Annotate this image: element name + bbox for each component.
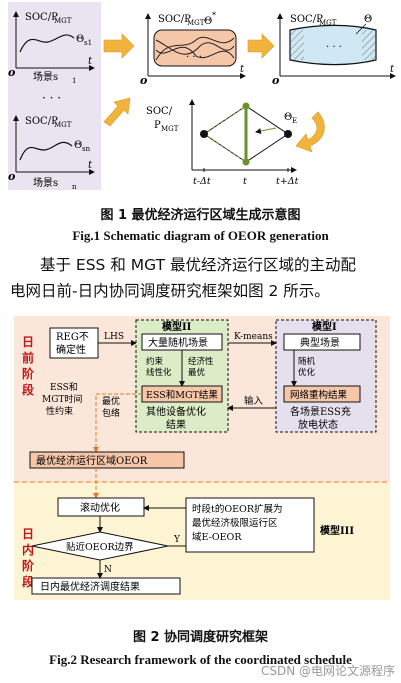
panel-2-dots: · · · (186, 52, 202, 63)
model2-title: 模型II (162, 320, 192, 333)
figure-1: SOC/P MGT o t 场景s 1 Θ s1 · · · SOC/P MGT… (8, 2, 396, 191)
arrow-right-2 (247, 33, 275, 59)
tick-t-minus: t-Δt (193, 176, 211, 187)
arrow-right-1 (103, 33, 135, 59)
day-ahead-label: 日前 阶段 (22, 335, 38, 397)
figure-2-caption-en: Fig.2 Research framework of the coordina… (49, 652, 352, 667)
panel-2-all-scenarios: SOC/P MGT Θ * · · · o t (140, 11, 246, 87)
scenario-1-ysub: MGT (54, 17, 72, 25)
scene-1-sub: 1 (72, 77, 76, 85)
typical-box (283, 333, 361, 351)
figure-2: 日前 阶段 日内 阶段 REG不确定性 LHS 模型II 大量随机场景 约束线性… (14, 316, 390, 600)
scenario-ellipsis: · · · (42, 91, 61, 105)
panel-4-e-oeor: SOC/ P MGT Θ E t-Δt t t+Δt (146, 99, 299, 187)
origin-label: o (8, 66, 15, 79)
theta-s1: Θ (76, 34, 84, 45)
decision-text: 贴近OEOR边界 (66, 541, 134, 553)
theta-s1-sub: s1 (84, 39, 92, 47)
body-line-1: 基于 ESS 和 MGT 最优经济运行区域的主动配 (40, 256, 356, 274)
network-result-text: 网络重构结果 (290, 389, 348, 401)
result-text: 日内最优经济调度结果 (40, 580, 140, 593)
scene-1-label: 场景s (33, 70, 58, 83)
ess-mgt-result-text: ESS和MGT结果 (146, 389, 218, 401)
scenarios-text: 大量随机场景 (148, 336, 208, 349)
panel-4-ysub: MGT (161, 125, 179, 133)
scenario-1-ylabel: SOC/P (25, 12, 58, 23)
watermark: CSDN @电网论文源程序 (260, 664, 395, 678)
panel-3-ysub: MGT (319, 19, 337, 27)
arrow-curve (295, 111, 325, 153)
t-axis-label: t (240, 64, 245, 75)
origin-label: o (8, 170, 15, 183)
expand-box (185, 497, 315, 553)
network-result-box (283, 385, 361, 403)
kmeans-label: K-means (234, 332, 273, 342)
model3-title: 模型III (320, 524, 354, 537)
tick-t: t (243, 176, 247, 187)
figure-1-caption-cn: 图 1 最优经济运行区域生成示意图 (100, 208, 301, 223)
panel-2-ysub: MGT (187, 19, 205, 27)
scene-n-sub: n (72, 183, 77, 191)
theta-sn: Θ (74, 140, 82, 151)
result-box (31, 577, 181, 595)
t-axis-label: t (88, 56, 93, 67)
scenario-1-plot: SOC/P MGT o t 场景s 1 Θ s1 (8, 11, 95, 85)
scenario-panel (8, 2, 101, 190)
flow-arrows (103, 33, 325, 153)
panel-3-dots: · · · (326, 42, 342, 53)
theta-label: Θ (364, 14, 372, 25)
constraint-text: 约束线性化 (146, 356, 172, 378)
panel-4-ylabel-1: SOC/ (146, 106, 173, 117)
panel-4-ylabel-2: P (154, 120, 161, 131)
reg-box-text: REG不确定性 (56, 332, 89, 356)
rolling-text: 滚动优化 (80, 501, 120, 514)
input-label: 输入 (244, 395, 264, 407)
scene-n-label: 场景s (33, 176, 58, 189)
theta-star: Θ (204, 16, 212, 27)
scenario-n-ysub: MGT (54, 121, 72, 129)
y-label: Y (173, 535, 181, 545)
theta-e: Θ (284, 112, 292, 123)
best-envelope-text: 最优包络 (102, 395, 120, 419)
arrow-diag (103, 97, 131, 127)
origin-label: o (272, 74, 279, 87)
reg-box (49, 327, 99, 359)
lhs-label: LHS (104, 332, 124, 342)
n-label: N (104, 565, 112, 575)
panel-3-oeor: SOC/P MGT Θ · · · o t (272, 13, 396, 87)
oeor-box (29, 451, 185, 469)
figure-1-caption-en: Fig.1 Schematic diagram of OEOR generati… (72, 228, 329, 243)
expand-text: 时段t的OEOR扩展为 最优经济极限运行区 域E-OEOR (192, 503, 286, 543)
figure-2-caption-cn: 图 2 协同调度研究框架 (132, 630, 269, 645)
panel-2-ylabel: SOC/P (158, 14, 191, 25)
theta-e-sub: E (292, 117, 297, 125)
other-result-text: 其他设备优化结果 (146, 405, 206, 431)
t-axis-label: t (88, 160, 93, 171)
scenario-n-plot: SOC/P MGT o t 场景s n Θ sn (8, 115, 95, 191)
typical-text: 典型场景 (300, 336, 340, 349)
panel-3-ylabel: SOC/P (290, 14, 323, 25)
scenario-n-ylabel: SOC/P (25, 116, 58, 127)
theta-star-sup: * (212, 11, 216, 20)
t-axis-label: t (390, 64, 395, 75)
ess-state-text: 各场景ESS充放电状态 (290, 405, 351, 431)
oeor-text: 最优经济运行区域OEOR (36, 454, 148, 467)
origin-label: o (140, 74, 147, 87)
theta-sn-sub: sn (82, 145, 91, 153)
random-opt-text: 随机优化 (298, 356, 316, 378)
tick-t-plus: t+Δt (276, 176, 299, 187)
body-line-2: 电网日前-日内协同调度研究框架如图 2 所示。 (10, 282, 330, 300)
econ-opt-text: 经济性最优 (188, 356, 214, 378)
model1-title: 模型I (312, 320, 337, 333)
